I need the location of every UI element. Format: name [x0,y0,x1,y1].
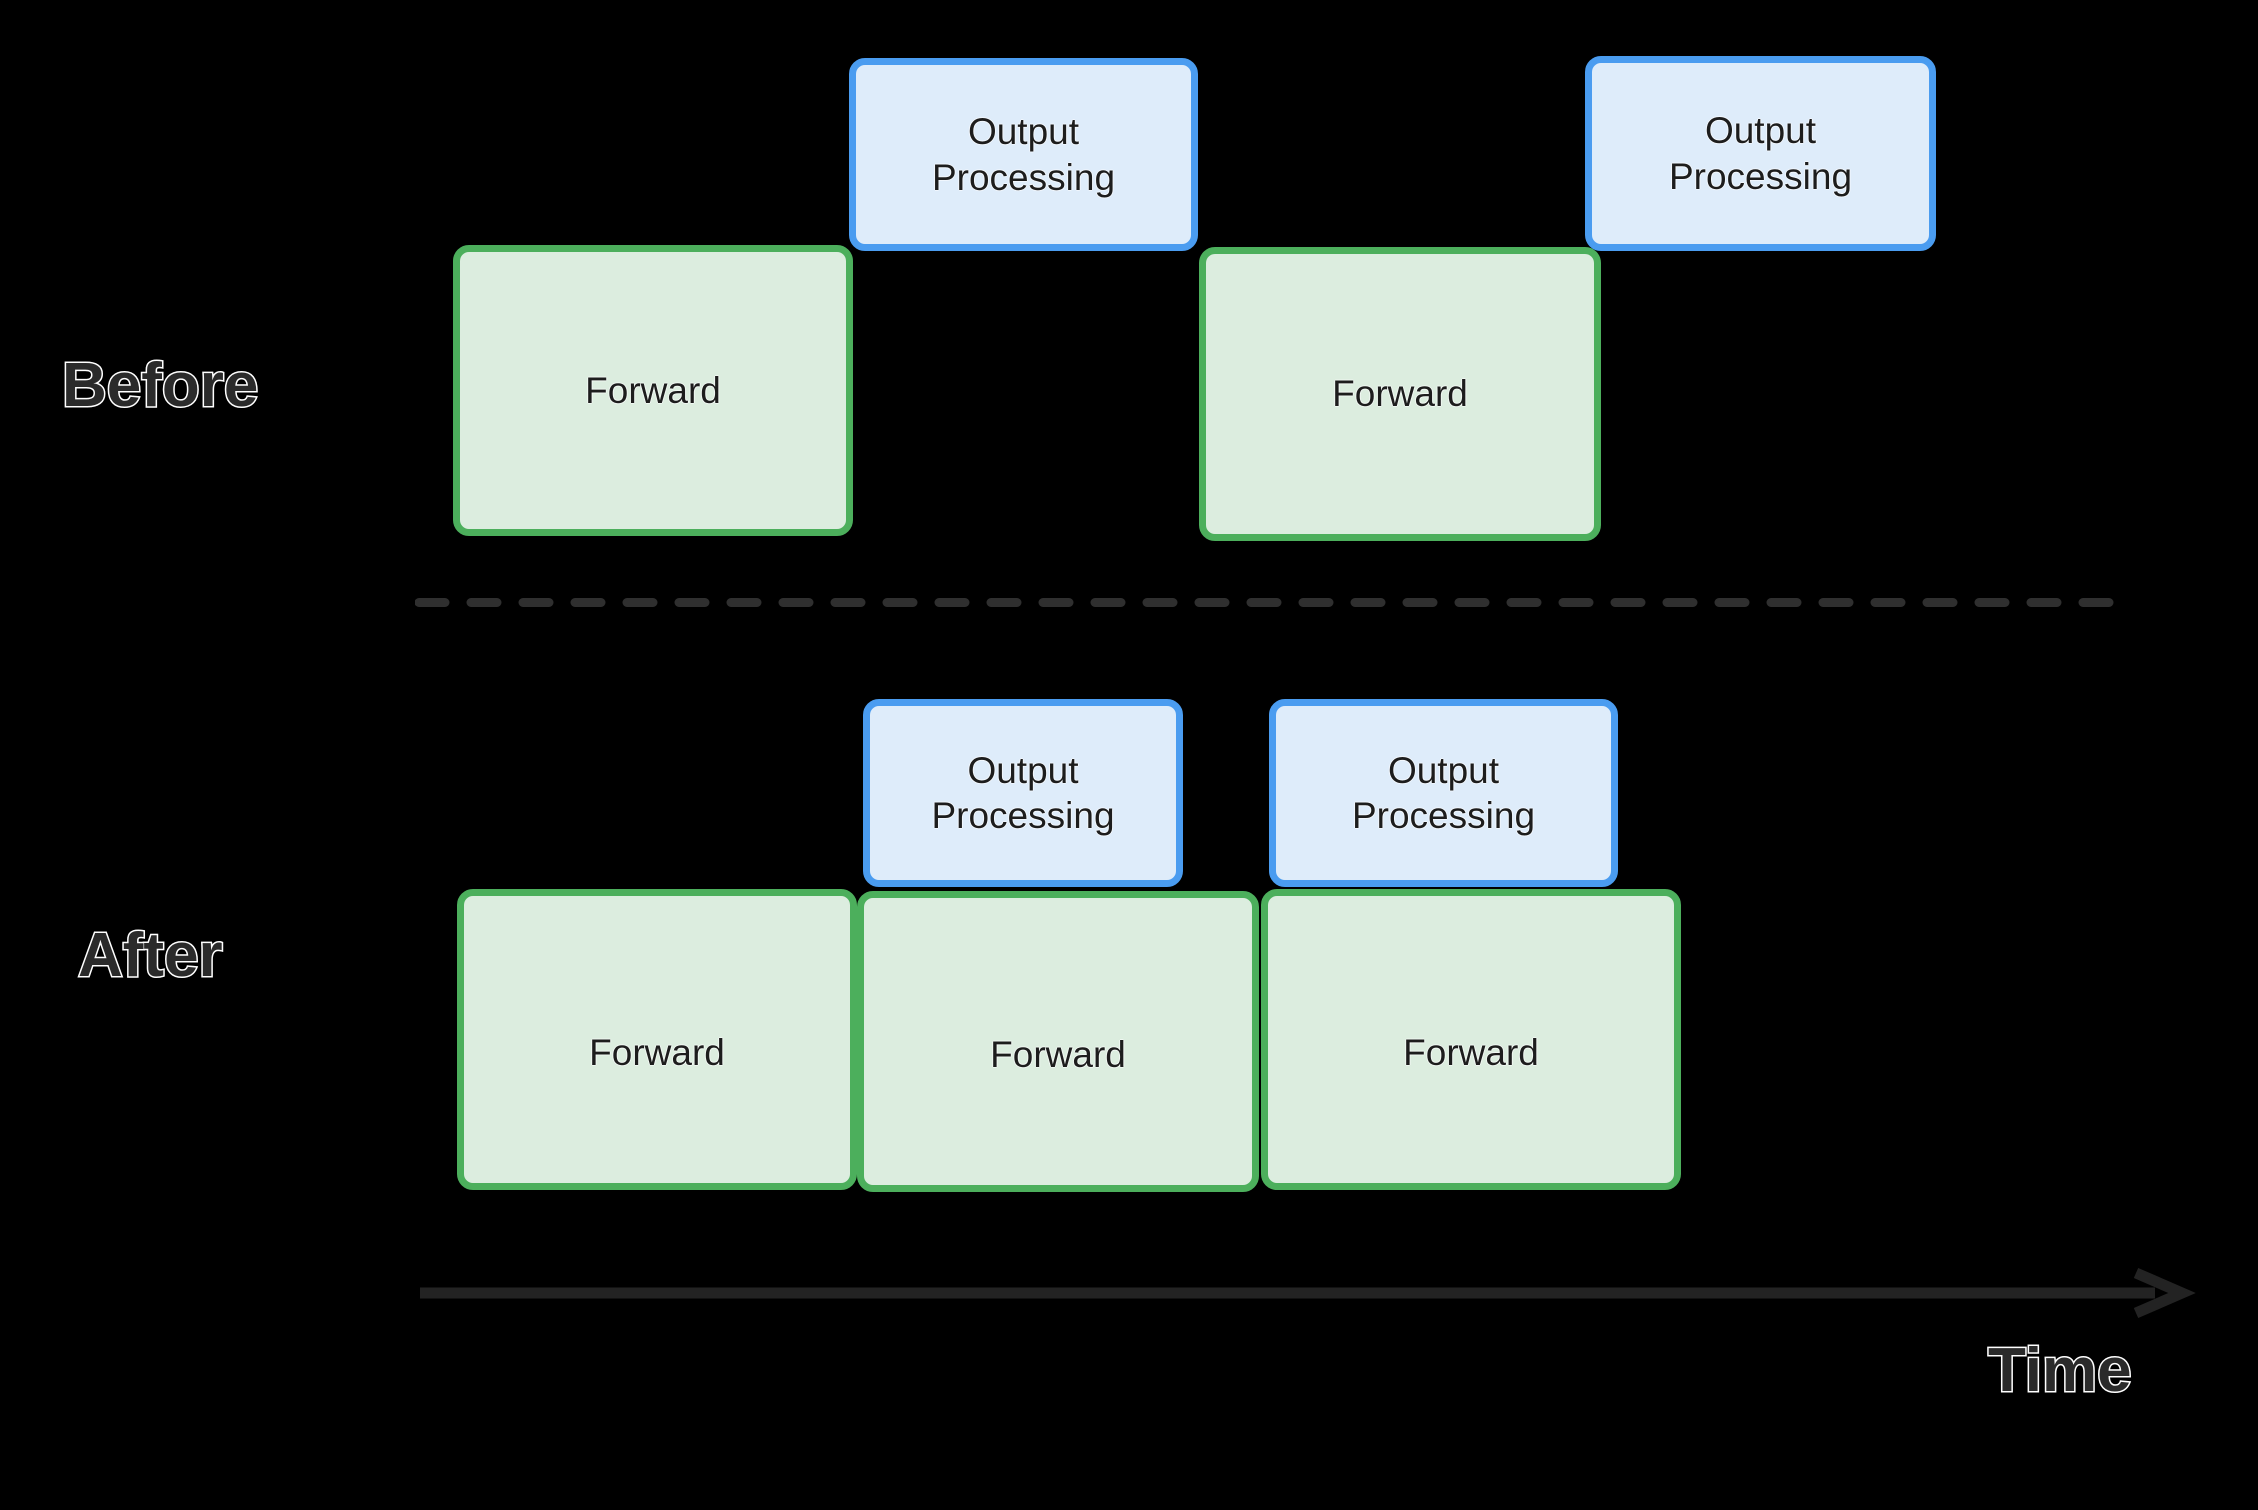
before-output-label-1-line2: Processing [931,156,1116,198]
after-output-label-2-line2: Processing [1351,795,1536,836]
before-output-label-2-line1: Output [1704,110,1817,152]
section-divider [415,598,2133,607]
before-forward-label-2: Forward [1332,373,1468,415]
before-forward-block-1: Forward [453,245,853,536]
row-label-after: After [77,921,225,990]
after-output-label-1-line2: Processing [931,795,1115,836]
after-output-label-1-line1: Output [967,749,1079,791]
after-forward-block-1: Forward [457,889,857,1190]
before-forward-block-2: Forward [1199,247,1601,541]
after-forward-label-2: Forward [990,1033,1126,1075]
before-output-label-1-line1: Output [967,111,1080,153]
row-label-before: Before [60,351,259,420]
after-forward-block-3: Forward [1261,889,1681,1190]
time-axis-arrow [420,1267,2196,1319]
before-forward-label-1: Forward [585,369,721,411]
after-output-label-2-line1: Output [1387,749,1500,791]
before-output-label-2-line2: Processing [1668,155,1853,197]
time-axis-label: Time [1987,1336,2134,1405]
after-forward-label-1: Forward [589,1031,725,1073]
after-forward-label-3: Forward [1403,1031,1539,1073]
after-forward-block-2: Forward [857,891,1259,1192]
